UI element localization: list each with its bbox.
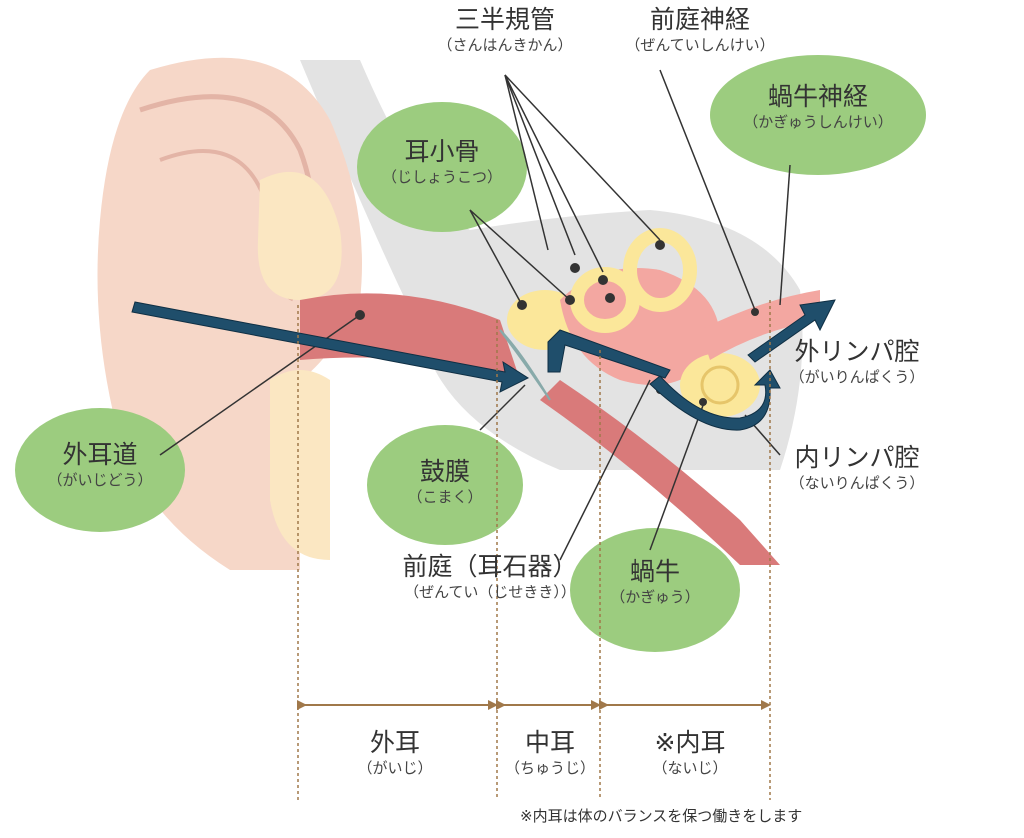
marker-dot — [598, 275, 608, 285]
semicircular-canal-b — [570, 267, 640, 333]
label-perilymph: 外リンパ腔 （がいりんぱくう） — [782, 337, 932, 387]
label-sub: （かぎゅう） — [610, 588, 700, 606]
footnote: ※内耳は体のバランスを保つ働きをします — [520, 807, 803, 825]
lobule — [270, 370, 330, 560]
label-main: 外リンパ腔 — [794, 337, 920, 366]
marker-dot — [655, 240, 665, 250]
label-sub: （こまく） — [407, 488, 483, 506]
marker-dot — [565, 295, 575, 305]
bubble-ossicles — [357, 102, 527, 232]
label-ossicles: 耳小骨 （じしょうこつ） — [372, 137, 512, 187]
label-vestibular-nerve: 前庭神経 （ぜんていしんけい） — [605, 5, 795, 55]
semicircular-canal-a — [623, 228, 697, 312]
label-sub: （さんはんきかん） — [437, 36, 573, 54]
tragus — [257, 171, 342, 300]
marker-dot — [570, 263, 580, 273]
marker-dot — [699, 398, 707, 406]
label-main: 前庭（耳石器） — [402, 552, 578, 581]
section-sub: （ないじ） — [652, 759, 728, 777]
label-sub: （がいじどう） — [47, 471, 153, 489]
cochlea-spiral — [700, 365, 740, 405]
label-main: 内リンパ腔 — [794, 443, 920, 472]
label-main: 蝸牛 — [629, 557, 680, 586]
leader-lines — [159, 69, 791, 561]
marker-dot — [517, 300, 527, 310]
pinna-fold-inner — [159, 149, 267, 201]
eardrum-shape — [499, 329, 551, 401]
bubble-ear-canal — [15, 408, 185, 532]
section-main: ※内耳 — [654, 728, 726, 757]
section-main: 中耳 — [524, 728, 575, 757]
label-eardrum: 鼓膜 （こまく） — [390, 457, 500, 507]
marker-dot — [751, 308, 759, 316]
section-main: 外耳 — [369, 728, 420, 757]
label-main: 外耳道 — [62, 440, 138, 469]
bubble-cochlea — [570, 528, 740, 652]
label-main: 耳小骨 — [404, 137, 480, 166]
label-sub: （ぜんていしんけい） — [625, 36, 775, 54]
label-sub: （じしょうこつ） — [381, 168, 502, 186]
label-cochlea: 蝸牛 （かぎゅう） — [600, 557, 710, 607]
label-main: 前庭神経 — [649, 5, 750, 34]
label-vestibule: 前庭（耳石器） （ぜんてい（じせきき）） — [385, 552, 595, 602]
eustachian-tube — [540, 380, 780, 565]
label-cochlear-nerve: 蝸牛神経 （かぎゅうしんけい） — [718, 82, 918, 132]
label-sub: （がいりんぱくう） — [789, 368, 925, 386]
section-middle-ear: 中耳 （ちゅうじ） — [495, 728, 605, 778]
label-sub: （かぎゅうしんけい） — [743, 113, 893, 131]
label-semicircular-canals: 三半規管 （さんはんきかん） — [420, 5, 590, 55]
label-sub: （ぜんてい（じせきき）） — [404, 583, 576, 601]
section-outer-ear: 外耳 （がいじ） — [340, 728, 450, 778]
section-sub: （ちゅうじ） — [504, 759, 595, 777]
label-endolymph: 内リンパ腔 （ないりんぱくう） — [782, 443, 932, 493]
section-inner-ear: ※内耳 （ないじ） — [625, 728, 755, 778]
label-main: 鼓膜 — [419, 457, 470, 486]
section-sub: （がいじ） — [357, 759, 433, 777]
marker-dot — [605, 293, 615, 303]
bubble-cochlear-nerve — [710, 55, 926, 175]
label-ear-canal: 外耳道 （がいじどう） — [30, 440, 170, 490]
label-sub: （ないりんぱくう） — [789, 474, 925, 492]
nerve-bundle — [700, 290, 820, 360]
bubble-eardrum — [367, 425, 523, 545]
marker-dot — [355, 310, 365, 320]
sound-path-arrows — [131, 299, 836, 431]
label-main: 三半規管 — [454, 5, 555, 34]
section-dividers — [297, 300, 771, 800]
label-main: 蝸牛神経 — [767, 82, 868, 111]
